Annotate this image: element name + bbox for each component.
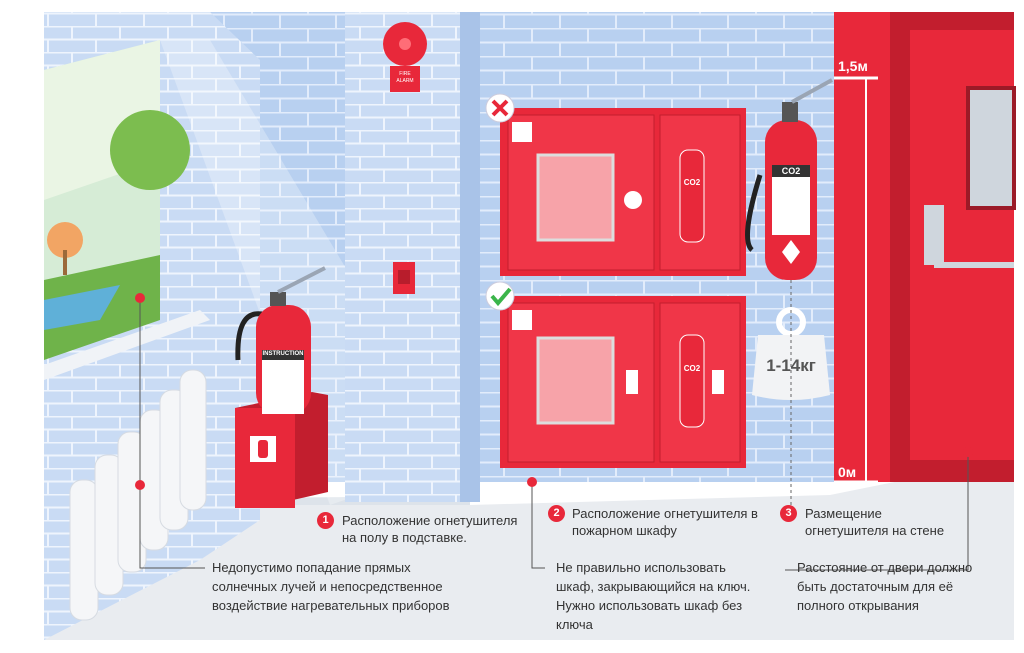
floor-stand	[235, 392, 328, 508]
pillar	[345, 12, 480, 502]
callout-3-title: Размещение огнетушителя на стене	[805, 506, 945, 538]
callout-1-title: Расположение огнетушителя на полу в подс…	[342, 513, 518, 545]
alarm-label-line1: FIRE	[399, 71, 411, 77]
wrong-mark-icon	[485, 93, 515, 123]
cabinet-bottom-extinguisher-label: CO2	[683, 364, 701, 373]
cabinet-top-extinguisher-label: CO2	[683, 178, 701, 187]
radiator	[69, 369, 207, 621]
callout-2-title: Расположение огнетушителя в пожарном шка…	[572, 506, 758, 538]
floor-extinguisher-label: INSTRUCTION	[262, 351, 304, 357]
callout-1-number: 1	[317, 512, 334, 529]
note-cabinet: Не правильно использовать шкаф, закрываю…	[556, 560, 751, 632]
note-sunlight: Недопустимо попадание прямых солнечных л…	[212, 560, 450, 613]
alarm-label-line2: ALARM	[396, 78, 414, 84]
leader-lines	[135, 293, 973, 571]
floor	[44, 458, 1014, 640]
cabinet-open	[500, 296, 746, 468]
callout-3-number: 3	[780, 505, 797, 522]
check-mark-icon	[485, 281, 515, 311]
wall-extinguisher-icon	[745, 78, 833, 280]
wall-extinguisher-label: CO2	[781, 166, 801, 176]
height-scale	[834, 76, 878, 484]
alarm-label: FIRE ALARM	[390, 71, 420, 85]
cabinet-locked	[500, 108, 746, 276]
weight-label: 1-14кг	[766, 356, 816, 375]
scale-bottom-label: 0м	[838, 464, 857, 480]
scale-top-label: 1,5м	[838, 58, 868, 74]
note-door: Расстояние от двери должно быть достаточ…	[797, 560, 973, 613]
fire-alarm-icon	[383, 22, 427, 92]
floor-extinguisher-icon	[235, 266, 326, 415]
callout-2-number: 2	[548, 505, 565, 522]
